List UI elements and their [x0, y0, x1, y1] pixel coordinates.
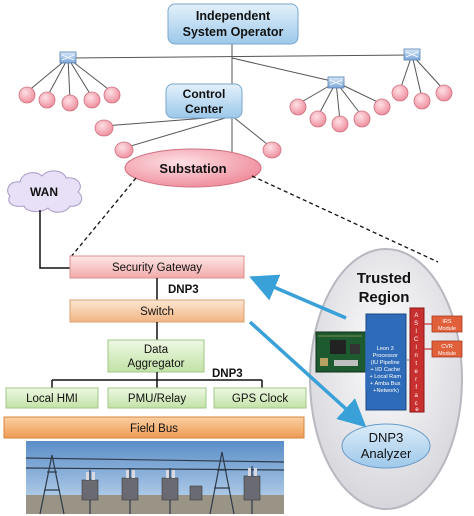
local-hmi-node: Local HMI — [5, 387, 99, 409]
leaf-node — [373, 98, 391, 116]
iso-title-line1: Independent — [196, 9, 271, 23]
field-bus-node: Field Bus — [3, 416, 305, 439]
switch-label: Switch — [140, 306, 174, 318]
leaf-node — [435, 84, 453, 102]
control-center-line2: Center — [185, 102, 223, 116]
leaf-node — [262, 141, 282, 159]
pmu-relay-label: PMU/Relay — [128, 393, 186, 405]
trusted-title-line2: Region — [359, 289, 410, 306]
analyzer-line2: Analyzer — [361, 446, 412, 461]
leaf-node — [289, 98, 307, 116]
control-center-node: Control Center — [165, 83, 243, 119]
gps-clock-label: GPS Clock — [232, 393, 288, 405]
router-right-icon — [403, 48, 421, 61]
dnp3-label-top: DNP3 — [168, 284, 199, 296]
control-center-line1: Control — [183, 87, 226, 101]
leaf-node — [413, 92, 431, 110]
leaf-node — [309, 110, 327, 128]
irs-module-line1: IRS — [442, 319, 452, 325]
leaf-node — [94, 119, 114, 137]
substation-detail-lines — [69, 175, 439, 263]
trusted-region-arrows — [248, 274, 367, 428]
aggregator-line1: Data — [144, 344, 169, 356]
router-mid-icon — [327, 76, 345, 89]
security-gateway-label: Security Gateway — [112, 262, 202, 274]
gps-clock-node: GPS Clock — [213, 387, 307, 409]
analyzer-line1: DNP3 — [369, 430, 404, 445]
aggregator-line2: Aggregator — [128, 358, 185, 370]
leaf-node — [18, 86, 36, 104]
field-bus-label: Field Bus — [130, 423, 178, 435]
leaf-node — [114, 141, 134, 159]
leaf-nodes — [18, 84, 453, 159]
arrow-to-analyzer — [248, 320, 367, 428]
iso-node: Independent System Operator — [167, 3, 299, 45]
substation-node: Substation — [124, 148, 262, 188]
asic-interface-block: A S I C I n t e r f a c e — [409, 307, 425, 413]
cvr-module-line2: Module — [438, 351, 456, 357]
leaf-node — [83, 91, 101, 109]
substation-photo — [25, 441, 285, 515]
router-left-icon — [59, 51, 77, 64]
dnp3-analyzer-node: DNP3 Analyzer — [341, 423, 431, 469]
wan-link — [39, 210, 70, 269]
asic-interface-text: A S I C I n t e r f a c e — [414, 313, 420, 413]
device-bus — [51, 372, 263, 388]
trusted-region: Trusted Region Leon 3 Processor (IU Pipe… — [309, 248, 463, 510]
substation-label: Substation — [159, 161, 226, 176]
switch-node: Switch — [69, 299, 245, 323]
processor-text: Leon 3 Processor (IU Pipeline + I/D Cach… — [369, 346, 402, 394]
iso-title-line2: System Operator — [183, 25, 284, 39]
fpga-board-image — [315, 331, 367, 373]
wan-cloud: WAN — [7, 170, 83, 213]
leaf-node — [353, 110, 371, 128]
wan-label: WAN — [30, 185, 58, 199]
cvr-module: CVR Module — [424, 340, 463, 358]
pmu-relay-node: PMU/Relay — [107, 387, 207, 409]
arrow-to-gateway — [249, 274, 347, 320]
leon3-processor-block: Leon 3 Processor (IU Pipeline + I/D Cach… — [365, 313, 407, 411]
leaf-node — [331, 115, 349, 133]
cvr-module-line1: CVR — [441, 344, 453, 350]
leaf-node — [38, 91, 56, 109]
trusted-title-line1: Trusted — [357, 270, 411, 287]
data-aggregator-node: Data Aggregator — [107, 339, 205, 373]
security-gateway-node: Security Gateway — [69, 255, 245, 279]
leaf-node — [391, 84, 409, 102]
leaf-node — [103, 86, 121, 104]
dnp3-label-mid: DNP3 — [212, 368, 243, 380]
local-hmi-label: Local HMI — [26, 393, 78, 405]
irs-module-line2: Module — [438, 326, 456, 332]
leaf-node — [61, 94, 79, 112]
irs-module: IRS Module — [424, 315, 463, 333]
